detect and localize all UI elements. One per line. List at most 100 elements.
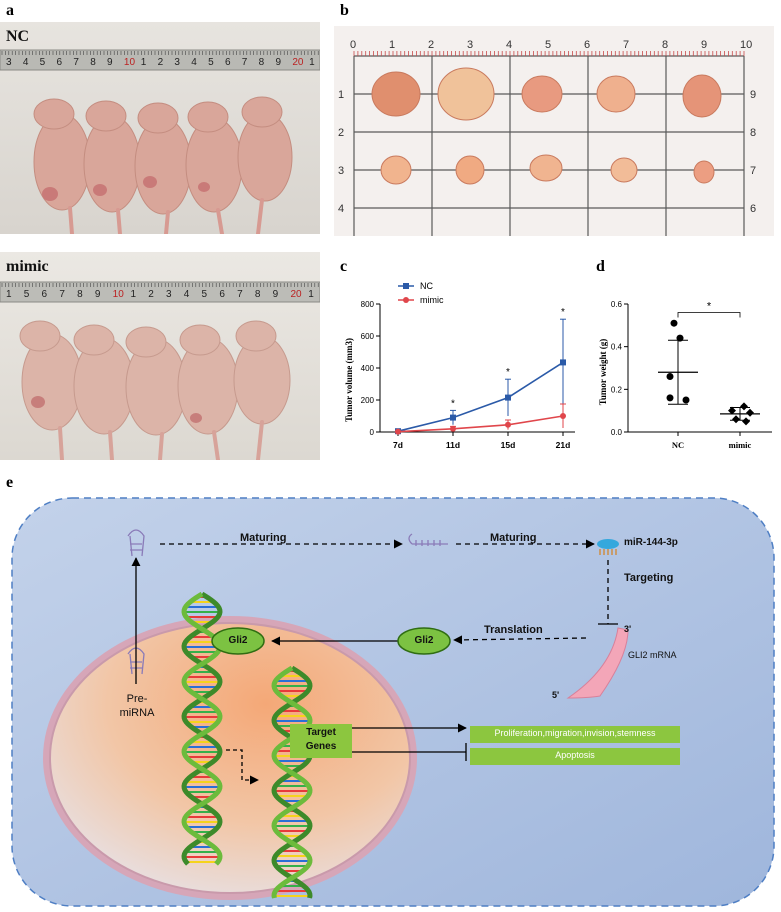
data-point	[560, 413, 566, 419]
grid-right-number: 9	[750, 89, 756, 101]
ruler-number: 7	[59, 289, 65, 300]
ruler-number: 2	[148, 289, 154, 300]
x-tick-label: NC	[672, 440, 684, 450]
gli2-protein-cytoplasm: Gli2	[414, 635, 434, 646]
ruler-number: 7	[237, 289, 243, 300]
ruler-number: 20	[292, 57, 304, 68]
ruler-number: 7	[242, 57, 248, 68]
ruler-number: 8	[77, 289, 83, 300]
grid-top-number: 10	[740, 39, 752, 51]
target-genes-line2: Genes	[305, 741, 337, 752]
legend-label: mimic	[420, 295, 444, 305]
y-tick-label: 200	[361, 396, 375, 405]
grid-top-number: 0	[350, 39, 356, 51]
ruler-number: 5	[202, 289, 208, 300]
panel-label-e: e	[6, 474, 14, 491]
panel-label-a: a	[6, 2, 14, 19]
grid-top-number: 5	[545, 39, 551, 51]
y-tick-label: 0.0	[611, 428, 623, 437]
data-point	[395, 428, 401, 435]
series-line	[397, 415, 564, 433]
outcome-proliferation: Proliferation,migration,invision,stemnes…	[494, 728, 656, 738]
data-point	[746, 408, 754, 417]
pre-mirna-line1: Pre-	[126, 693, 148, 705]
data-point	[505, 394, 511, 401]
mechanism-diagram-drawing	[11, 497, 775, 907]
mirna-icon	[597, 539, 619, 555]
mrna-label: GLI2 mRNA	[628, 650, 677, 660]
mimic-photo-label: mimic	[6, 258, 49, 275]
ruler-number: 9	[95, 289, 101, 300]
ruler-number: 8	[259, 57, 265, 68]
legend-marker	[403, 297, 409, 303]
maturing-label-2: Maturing	[490, 532, 537, 544]
x-tick-label: 21d	[556, 440, 571, 450]
data-point	[560, 359, 566, 366]
ruler-number: 1	[308, 289, 314, 300]
significance-bracket	[677, 312, 741, 318]
maturing-label-1: Maturing	[240, 532, 287, 544]
ruler-number: 7	[73, 57, 79, 68]
legend-marker	[403, 283, 409, 289]
dna-strand	[271, 665, 313, 899]
y-tick-label: 800	[361, 300, 375, 309]
data-point	[740, 402, 748, 411]
ruler-number: 5	[40, 57, 46, 68]
dna-helix-icon	[181, 591, 223, 866]
data-point	[505, 421, 511, 428]
grid-top-number: 2	[428, 39, 434, 51]
ruler-number: 20	[290, 289, 302, 300]
grid-right-number: 8	[750, 127, 756, 139]
grid-top-number: 9	[701, 39, 707, 51]
significance-star: *	[707, 301, 712, 313]
panel-label-b: b	[340, 2, 349, 19]
grid-right-number: 6	[750, 203, 756, 215]
y-tick-label: 0	[370, 428, 375, 437]
mechanism-diagram: Maturing Maturing miR-144-3p Targeting T…	[10, 496, 776, 910]
y-tick-label: 0.4	[611, 343, 623, 352]
ruler-number: 4	[23, 57, 29, 68]
grid-top-number: 6	[584, 39, 590, 51]
ruler-number: 1	[141, 57, 147, 68]
five-prime-label: 5'	[552, 690, 560, 700]
ruler-number: 1	[6, 289, 12, 300]
mirna-label: miR-144-3p	[624, 537, 678, 548]
outcome-apoptosis: Apoptosis	[555, 750, 595, 760]
ruler-number: 8	[255, 289, 261, 300]
panel-label-d: d	[596, 258, 605, 275]
data-point	[732, 415, 740, 424]
data-point	[450, 425, 456, 432]
data-point	[670, 319, 678, 327]
data-point	[682, 396, 690, 404]
ruler-number: 6	[57, 57, 63, 68]
x-tick-label: 11d	[446, 440, 460, 450]
ruler-number: 8	[90, 57, 96, 68]
y-tick-label: 600	[361, 332, 375, 341]
ruler-number: 10	[113, 289, 125, 300]
ruler-number: 1	[309, 57, 315, 68]
grid-top-number: 7	[623, 39, 629, 51]
grid-top-number: 1	[389, 39, 395, 51]
ruler-number: 3	[166, 289, 172, 300]
grid-top-number: 8	[662, 39, 668, 51]
significance-star: *	[561, 307, 565, 318]
chart-c-ylabel: Tumor volume (mm3)	[344, 338, 354, 422]
chart-d-ylabel: Tumor weight (g)	[598, 339, 608, 406]
ruler-number: 9	[275, 57, 281, 68]
ruler-number: 2	[158, 57, 164, 68]
ruler-number: 9	[107, 57, 113, 68]
dna-strand	[271, 665, 313, 899]
ruler-number: 10	[124, 57, 136, 68]
x-tick-label: 7d	[393, 440, 403, 450]
x-tick-label: 15d	[501, 440, 516, 450]
grid-left-number: 1	[338, 89, 344, 101]
data-point	[742, 417, 750, 426]
panel-label-c: c	[340, 258, 348, 275]
ruler-number: 6	[219, 289, 225, 300]
